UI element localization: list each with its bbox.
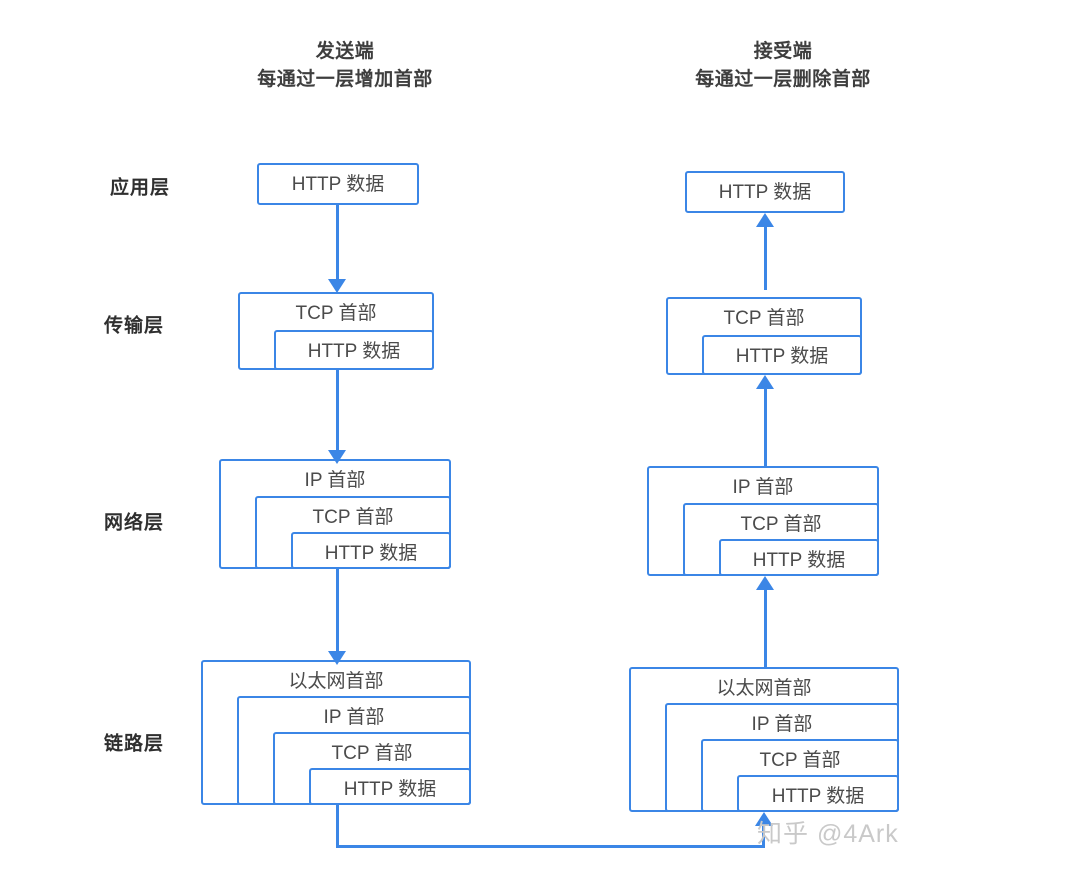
recv-connector-link-to-network: [764, 590, 767, 668]
send-transport-box-http-label: HTTP 数据: [307, 341, 401, 362]
receiver-title-line2: 每通过一层删除首部: [695, 69, 871, 90]
recv-connector-network-to-transport: [764, 389, 767, 467]
receiver-title-line1: 接受端: [753, 41, 813, 62]
sender-column-header: 发送端 每通过一层增加首部: [257, 38, 433, 94]
send-network-box-tcp-label: TCP 首部: [312, 507, 394, 528]
transmission-path-segment-horizontal: [336, 845, 765, 848]
send-link-box-tcp-label: TCP 首部: [331, 743, 413, 764]
recv-app-box-http-label: HTTP 数据: [718, 182, 812, 203]
recv-network-box-http: HTTP 数据: [719, 539, 879, 576]
recv-connector-transport-to-app: [764, 227, 767, 290]
send-network-box-http-label: HTTP 数据: [324, 543, 418, 564]
send-connector-transport-to-network: [336, 370, 339, 452]
recv-arrow-transport-to-app-icon: [756, 213, 774, 227]
send-arrow-app-to-transport-icon: [328, 279, 346, 293]
transmission-path-arrow-icon: [755, 812, 773, 826]
transmission-path-segment-up: [762, 826, 765, 848]
sender-title-line2: 每通过一层增加首部: [257, 69, 433, 90]
recv-link-box-tcp-label: TCP 首部: [759, 750, 841, 771]
recv-link-box-http: HTTP 数据: [737, 775, 899, 812]
send-network-box-http: HTTP 数据: [291, 532, 451, 569]
send-app-box-http-label: HTTP 数据: [291, 174, 385, 195]
recv-link-box-http-label: HTTP 数据: [771, 786, 865, 807]
recv-arrow-network-to-transport-icon: [756, 375, 774, 389]
recv-network-box-tcp-label: TCP 首部: [740, 514, 822, 535]
recv-network-box-ip-label: IP 首部: [732, 477, 794, 498]
layer-label-transport: 传输层: [103, 315, 165, 337]
recv-arrow-link-to-network-icon: [756, 576, 774, 590]
layer-label-link: 链路层: [103, 733, 165, 755]
send-connector-network-to-link: [336, 569, 339, 653]
layer-label-network: 网络层: [103, 512, 165, 534]
send-network-box-ip-label: IP 首部: [304, 470, 366, 491]
recv-app-box-http: HTTP 数据: [685, 171, 845, 213]
sender-title-line1: 发送端: [315, 41, 375, 62]
transmission-path-segment-down: [336, 805, 339, 848]
recv-link-box-ethernet-label: 以太网首部: [716, 678, 812, 699]
recv-link-box-ip-label: IP 首部: [751, 714, 813, 735]
recv-network-box-http-label: HTTP 数据: [752, 550, 846, 571]
send-link-box-http-label: HTTP 数据: [343, 779, 437, 800]
layer-label-application: 应用层: [109, 177, 171, 199]
send-link-box-http: HTTP 数据: [309, 768, 471, 805]
send-link-box-ethernet-label: 以太网首部: [288, 671, 384, 692]
recv-transport-box-tcp-label: TCP 首部: [723, 308, 805, 329]
recv-transport-box-http-label: HTTP 数据: [735, 346, 829, 367]
send-app-box-http: HTTP 数据: [257, 163, 419, 205]
watermark: 知乎 @4Ark: [757, 820, 899, 848]
send-transport-box-http: HTTP 数据: [274, 330, 434, 370]
recv-transport-box-http: HTTP 数据: [702, 335, 862, 375]
send-connector-app-to-transport: [336, 205, 339, 281]
send-transport-box-tcp-label: TCP 首部: [295, 303, 377, 324]
send-link-box-ip-label: IP 首部: [323, 707, 385, 728]
receiver-column-header: 接受端 每通过一层删除首部: [695, 38, 871, 94]
